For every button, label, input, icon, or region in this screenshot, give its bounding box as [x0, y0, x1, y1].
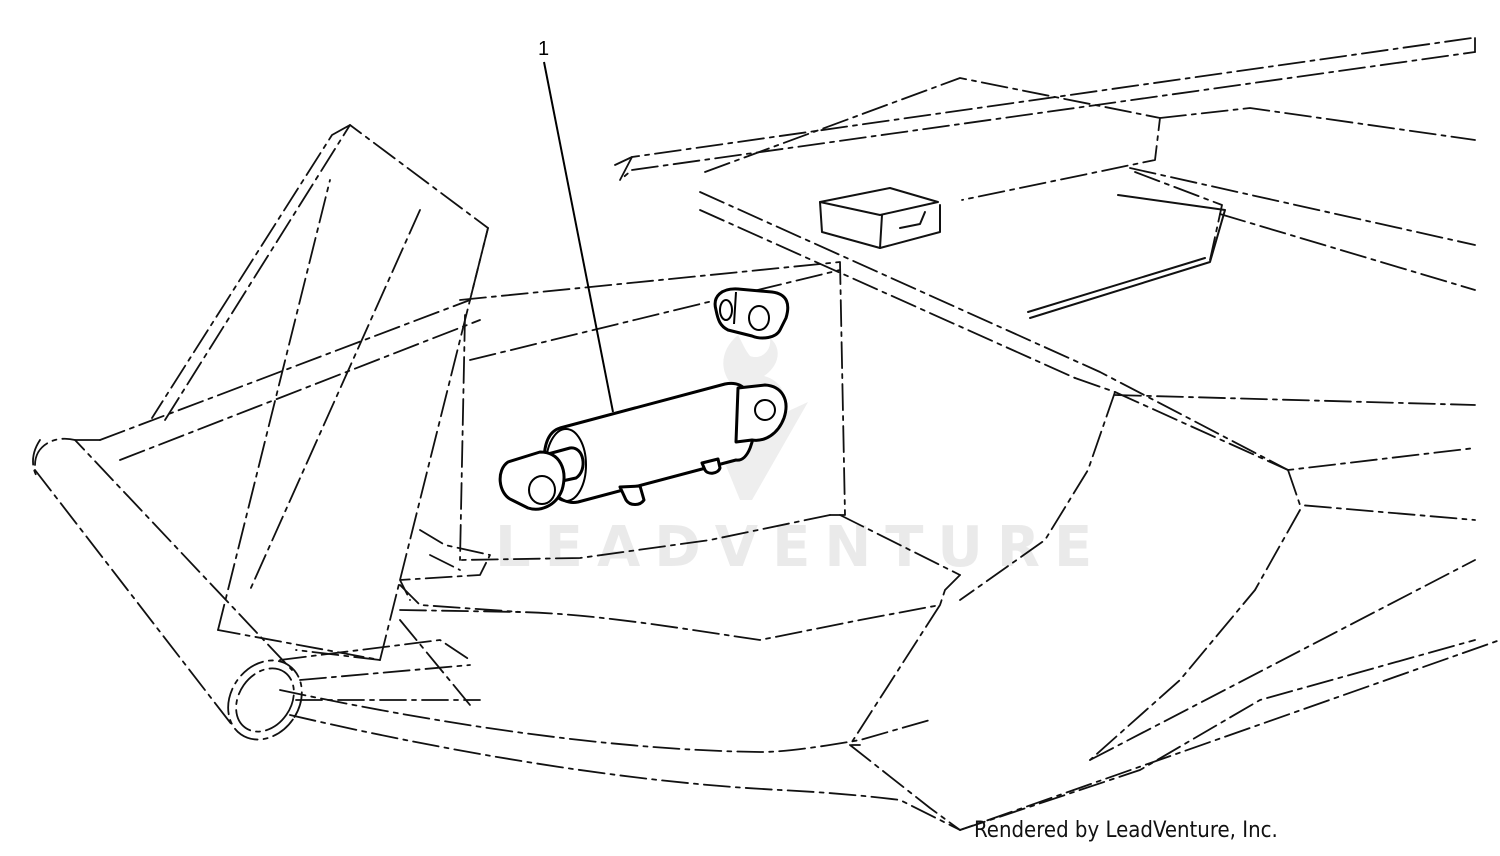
cylinder-rear-eye — [734, 383, 788, 444]
frame-crossmember — [819, 187, 939, 216]
cylinder-port-1 — [618, 484, 646, 506]
callout-1[interactable]: 1 — [538, 38, 614, 413]
frame-outline — [32, 37, 1500, 831]
callout-1-leader — [543, 61, 614, 413]
hydraulic-cylinder[interactable] — [498, 381, 788, 511]
frame-bottom-rail — [279, 689, 931, 753]
cylinder-body — [542, 381, 756, 504]
frame-front-bracket — [164, 124, 489, 421]
callout-1-label: 1 — [538, 38, 549, 60]
footer-credit: Rendered by LeadVenture, Inc. — [974, 818, 1278, 843]
roller-tube-end — [227, 659, 303, 741]
frame-side-panel — [459, 261, 846, 516]
mounting-clevis — [713, 287, 790, 340]
watermark-text: LEADVENTURE — [495, 515, 1106, 580]
cylinder-port-2 — [700, 457, 722, 475]
frame-top-rail — [614, 37, 1473, 166]
